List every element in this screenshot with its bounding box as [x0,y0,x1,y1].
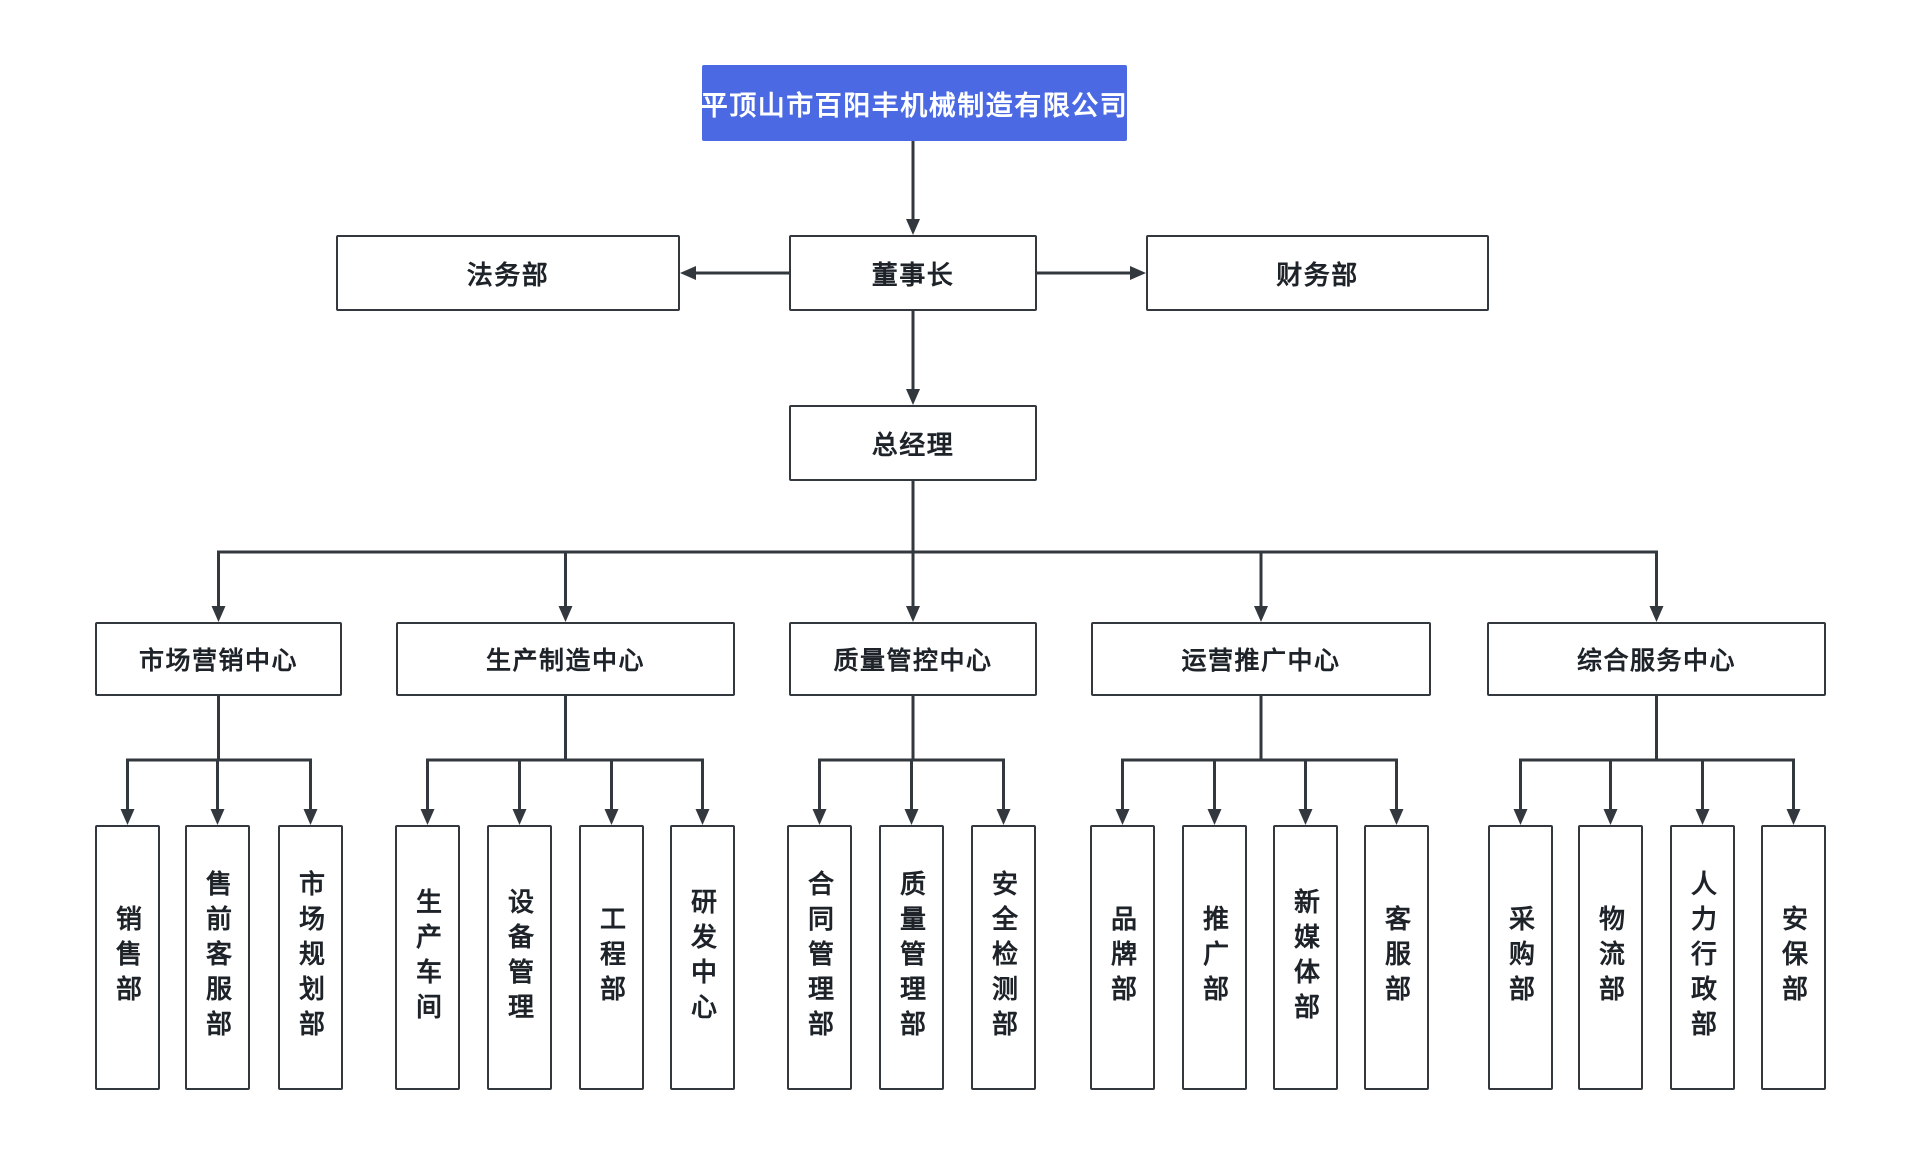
org-node-label: 市场营销中心 [138,647,298,675]
arrowhead-icon [904,809,919,825]
org-node-operations-dept-3: 客服部 [1364,825,1429,1090]
arrowhead-icon [1513,809,1528,825]
org-node-label: 综合服务中心 [1576,647,1736,675]
org-node-services-dept-1: 物流部 [1578,825,1643,1090]
org-node-label: 总经理 [871,429,955,460]
arrowhead-icon [512,809,527,825]
org-node-label: 设备管理 [504,887,535,1028]
arrowhead-icon [120,809,135,825]
org-node-production: 生产制造中心 [396,622,735,696]
org-node-label: 平顶山市百阳丰机械制造有限公司 [700,90,1129,121]
org-node-production-dept-2: 工程部 [579,825,644,1090]
org-node-chairman: 董事长 [789,235,1037,311]
org-node-quality-dept-0: 合同管理部 [787,825,852,1090]
arrowhead-icon [558,606,573,622]
arrowhead-icon [1695,809,1710,825]
arrowhead-icon [420,809,435,825]
org-node-marketing: 市场营销中心 [95,622,342,696]
org-node-label: 董事长 [871,259,955,290]
org-node-services: 综合服务中心 [1487,622,1826,696]
org-node-company: 平顶山市百阳丰机械制造有限公司 [700,65,1129,141]
org-node-services-dept-3: 安保部 [1761,825,1826,1090]
org-node-label: 售前客服部 [202,870,233,1045]
org-node-label: 研发中心 [687,887,718,1028]
arrowhead-icon [695,809,710,825]
org-node-operations-dept-1: 推广部 [1182,825,1247,1090]
org-node-label: 市场规划部 [295,870,326,1045]
arrowhead-icon [1603,809,1618,825]
org-node-production-dept-1: 设备管理 [487,825,552,1090]
org-node-marketing-dept-0: 销售部 [95,825,160,1090]
org-node-operations-dept-2: 新媒体部 [1273,825,1338,1090]
org-node-label: 安全检测部 [988,870,1019,1045]
org-node-legal: 法务部 [336,235,680,311]
arrowhead-icon [1389,809,1404,825]
org-node-quality: 质量管控中心 [789,622,1037,696]
org-node-gm: 总经理 [789,405,1037,481]
org-node-label: 工程部 [596,905,627,1010]
arrowhead-icon [1130,266,1146,280]
org-node-label: 推广部 [1199,905,1230,1010]
org-node-label: 生产车间 [412,887,443,1028]
arrowhead-icon [1115,809,1130,825]
org-node-operations-dept-0: 品牌部 [1090,825,1155,1090]
org-node-label: 质量管理部 [896,870,927,1045]
arrowhead-icon [906,219,920,235]
arrowhead-icon [680,266,696,280]
org-node-label: 法务部 [466,259,550,290]
org-node-label: 运营推广中心 [1181,647,1341,675]
arrowhead-icon [812,809,827,825]
arrowhead-icon [1786,809,1801,825]
org-node-finance: 财务部 [1146,235,1489,311]
arrowhead-icon [906,389,920,405]
arrowhead-icon [1649,606,1664,622]
arrowhead-icon [1207,809,1222,825]
org-node-label: 合同管理部 [804,870,835,1045]
org-node-label: 新媒体部 [1290,887,1321,1028]
arrowhead-icon [906,606,920,622]
org-node-quality-dept-1: 质量管理部 [879,825,944,1090]
arrowhead-icon [303,809,318,825]
org-node-label: 品牌部 [1107,905,1138,1010]
org-node-marketing-dept-2: 市场规划部 [278,825,343,1090]
arrowhead-icon [210,809,225,825]
org-node-label: 客服部 [1381,905,1412,1010]
arrowhead-icon [1298,809,1313,825]
org-node-marketing-dept-1: 售前客服部 [185,825,250,1090]
arrowhead-icon [604,809,619,825]
org-node-label: 质量管控中心 [833,647,993,675]
arrowhead-icon [211,606,226,622]
org-node-label: 销售部 [112,905,143,1010]
org-node-production-dept-3: 研发中心 [670,825,735,1090]
org-node-label: 财务部 [1276,259,1359,290]
arrowhead-icon [1254,606,1268,622]
org-node-label: 采购部 [1505,905,1536,1010]
org-node-label: 生产制造中心 [485,647,645,675]
org-node-label: 安保部 [1778,905,1809,1010]
org-node-operations: 运营推广中心 [1091,622,1431,696]
org-node-label: 物流部 [1595,905,1626,1010]
arrowhead-icon [996,809,1011,825]
org-node-services-dept-2: 人力行政部 [1670,825,1735,1090]
org-node-production-dept-0: 生产车间 [395,825,460,1090]
org-node-services-dept-0: 采购部 [1488,825,1553,1090]
org-node-quality-dept-2: 安全检测部 [971,825,1036,1090]
org-node-label: 人力行政部 [1687,870,1718,1045]
